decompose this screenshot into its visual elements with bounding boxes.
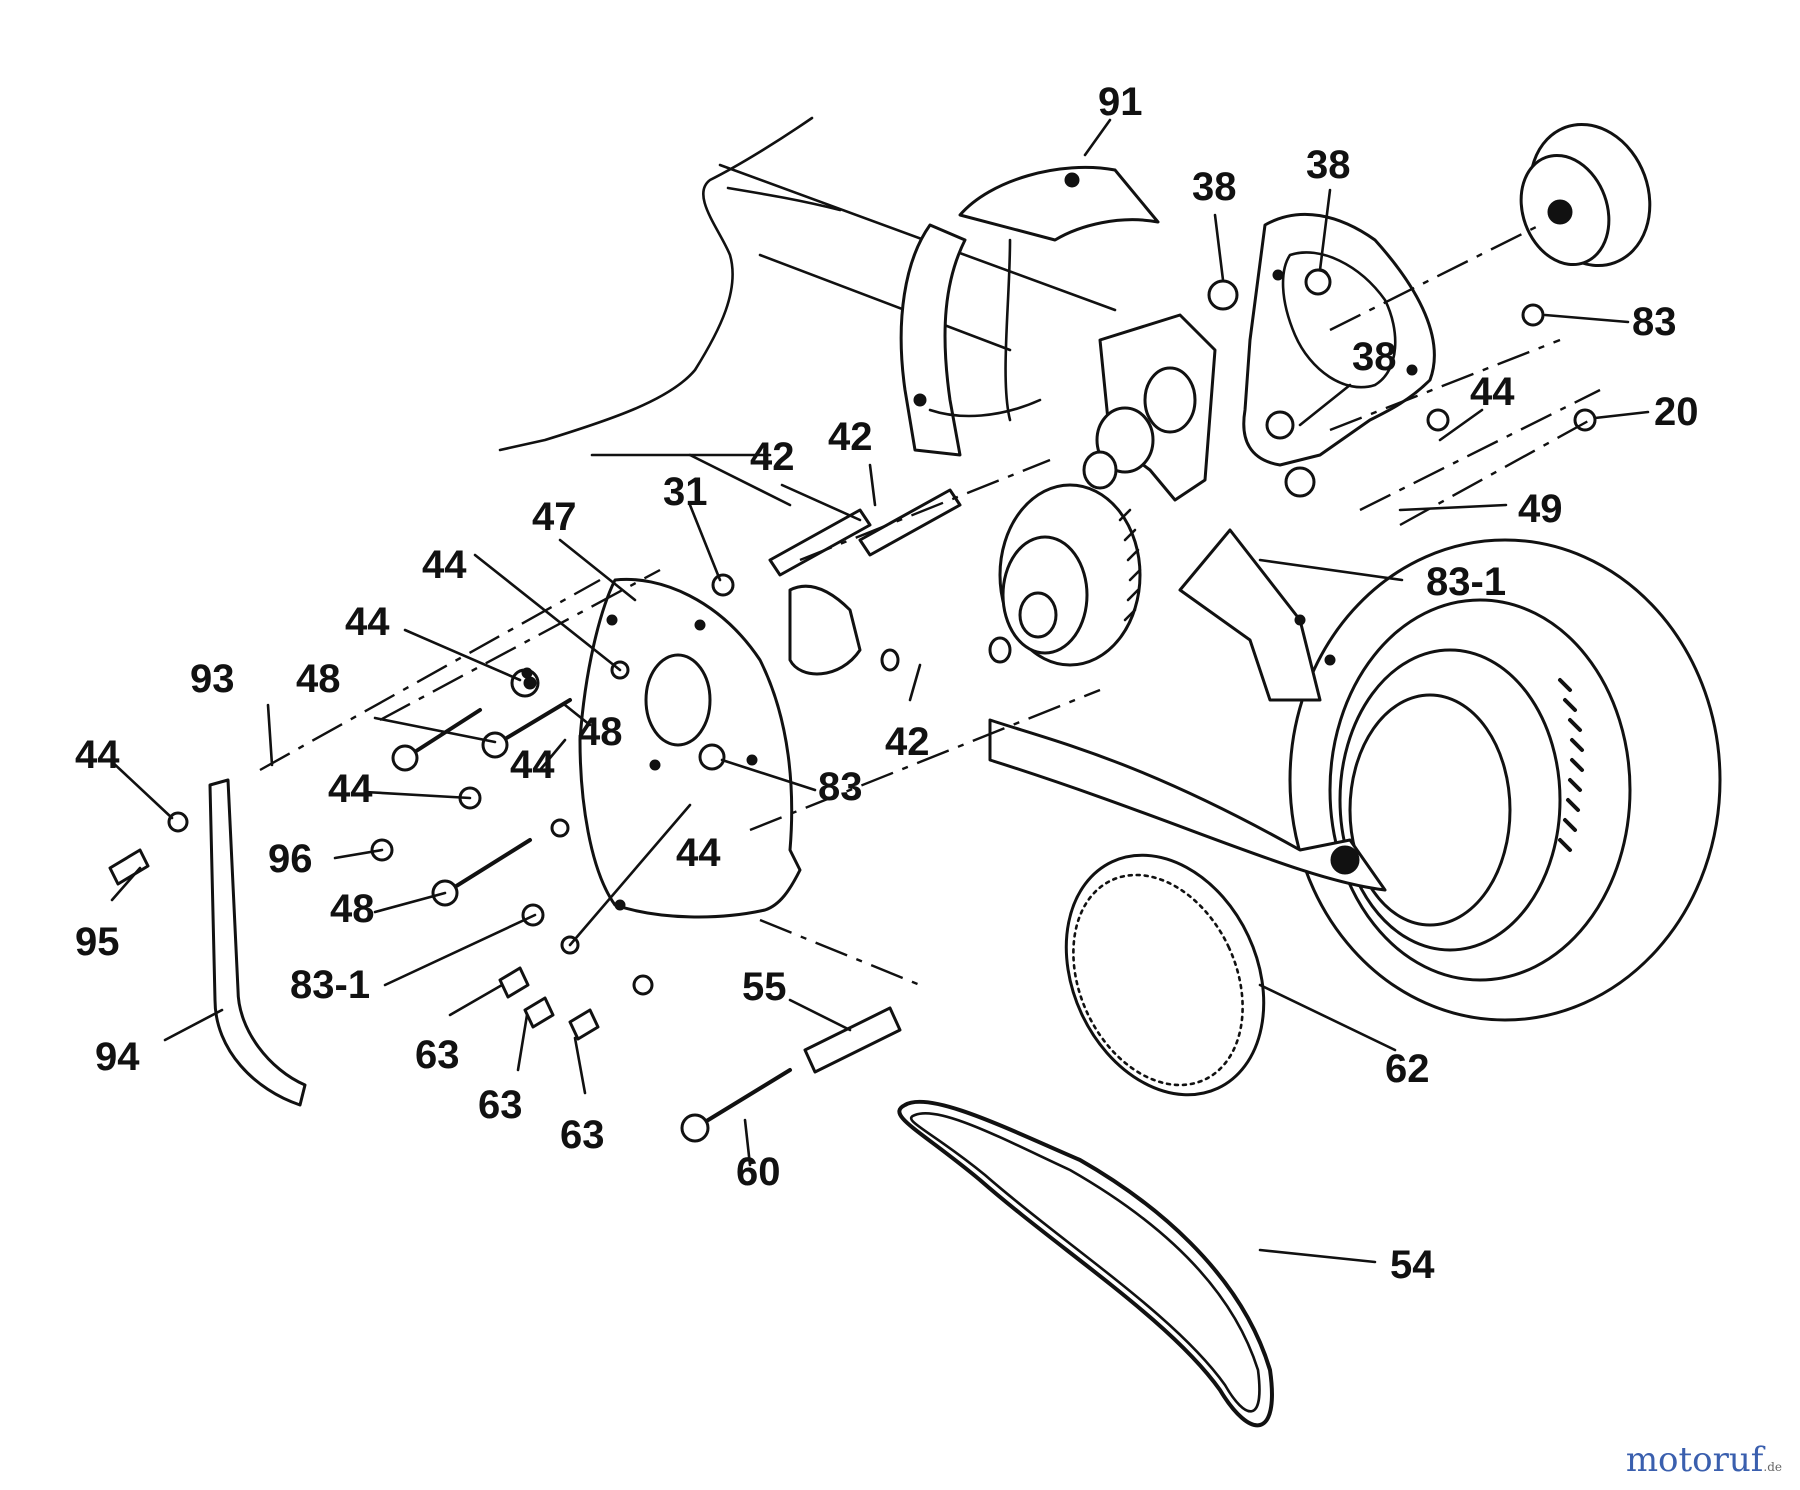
label-31: 31 (663, 470, 708, 514)
label-42-b: 42 (750, 435, 795, 479)
label-93: 93 (190, 657, 235, 701)
label-95: 95 (75, 920, 120, 964)
pulley-top-right (1519, 122, 1652, 268)
label-63-a: 63 (415, 1033, 460, 1077)
rod-94 (208, 778, 307, 1107)
small-parts (108, 303, 1597, 1041)
watermark-brand: motoruf (1625, 1440, 1764, 1480)
watermark-logo: motoruf.de (1626, 1440, 1782, 1480)
bolts-48-60 (391, 698, 902, 1143)
nuts-38 (1207, 268, 1332, 498)
wheel-assembly (1288, 538, 1722, 1022)
label-54: 54 (1390, 1243, 1435, 1287)
watermark-suffix: .de (1763, 1460, 1782, 1474)
label-63-c: 63 (560, 1113, 605, 1157)
label-63-b: 63 (478, 1083, 523, 1127)
label-60: 60 (736, 1150, 781, 1194)
label-83-a: 83 (1632, 300, 1677, 344)
label-42-c: 42 (885, 720, 930, 764)
assembly-lines (259, 223, 1601, 987)
leader-lines (108, 118, 1650, 1264)
label-44-c: 44 (345, 600, 390, 644)
label-49: 49 (1518, 487, 1563, 531)
label-38-b: 38 (1306, 143, 1351, 187)
label-44-b: 44 (422, 543, 467, 587)
label-91: 91 (1098, 80, 1143, 124)
label-83-1-b: 83-1 (290, 963, 370, 1007)
label-96: 96 (268, 837, 313, 881)
tiller-body-outline (498, 116, 1117, 507)
label-38-c: 38 (1352, 335, 1397, 379)
label-94: 94 (95, 1035, 140, 1079)
label-44-e: 44 (510, 743, 555, 787)
sprocket-assembly (988, 313, 1217, 667)
label-83-1-a: 83-1 (1426, 560, 1506, 604)
label-48-b: 48 (578, 710, 623, 754)
label-44-d: 44 (75, 733, 120, 777)
label-83-b: 83 (818, 765, 863, 809)
v-belt-54 (897, 1099, 1274, 1428)
toothed-belt-62 (1064, 853, 1266, 1097)
arm-bracket (988, 528, 1387, 892)
shield-part-91 (899, 166, 1160, 457)
label-44-a: 44 (1470, 370, 1515, 414)
label-44-g: 44 (676, 831, 721, 875)
label-42-a: 42 (828, 415, 873, 459)
label-47: 47 (532, 495, 577, 539)
label-44-f: 44 (328, 767, 373, 811)
label-48-c: 48 (330, 887, 375, 931)
label-20: 20 (1654, 390, 1699, 434)
label-48-a: 48 (296, 657, 341, 701)
label-55: 55 (742, 965, 787, 1009)
part-labels: 91 38 38 38 83 20 44 49 83-1 42 42 42 31… (75, 80, 1699, 1287)
shafts-42 (768, 488, 962, 676)
label-38-a: 38 (1192, 165, 1237, 209)
label-62: 62 (1385, 1047, 1430, 1091)
left-cover-plate (578, 577, 802, 919)
